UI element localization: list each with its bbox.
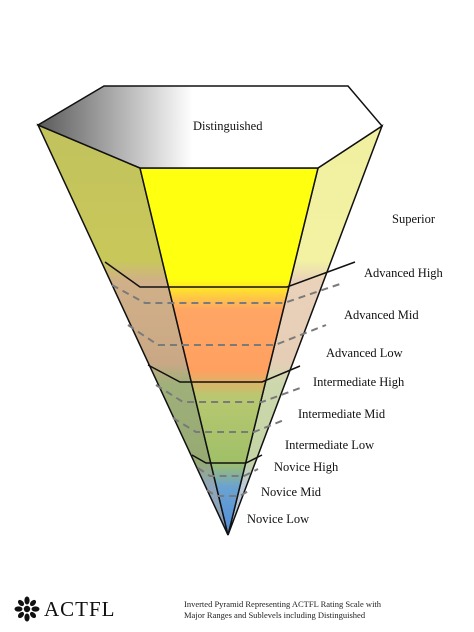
caption-line-1: Inverted Pyramid Representing ACTFL Rati… bbox=[184, 599, 382, 609]
boundary-intermediate-novice bbox=[191, 454, 263, 464]
label-superior: Superior bbox=[392, 212, 436, 226]
logo-wordmark: ACTFL bbox=[44, 597, 116, 621]
label-intermediate-high: Intermediate High bbox=[313, 375, 405, 389]
label-distinguished: Distinguished bbox=[193, 119, 263, 133]
label-advanced-mid: Advanced Mid bbox=[344, 308, 419, 322]
figure-caption: Inverted Pyramid Representing ACTFL Rati… bbox=[184, 599, 384, 621]
caption-line-2: Major Ranges and Sublevels including Dis… bbox=[184, 610, 366, 620]
label-advanced-high: Advanced High bbox=[364, 266, 443, 280]
sublevel-dashed-lines bbox=[111, 282, 344, 497]
label-novice-mid: Novice Mid bbox=[261, 485, 322, 499]
label-novice-low: Novice Low bbox=[247, 512, 310, 526]
label-intermediate-mid: Intermediate Mid bbox=[298, 407, 386, 421]
boundary-advanced-intermediate bbox=[147, 364, 301, 383]
actfl-logo: ACTFL bbox=[14, 596, 164, 622]
label-intermediate-low: Intermediate Low bbox=[285, 438, 375, 452]
pyramid-top-face bbox=[36, 85, 384, 169]
flower-emblem-icon bbox=[14, 596, 40, 622]
boundary-superior-advanced bbox=[104, 261, 356, 288]
label-novice-high: Novice High bbox=[274, 460, 339, 474]
label-advanced-low: Advanced Low bbox=[326, 346, 403, 360]
